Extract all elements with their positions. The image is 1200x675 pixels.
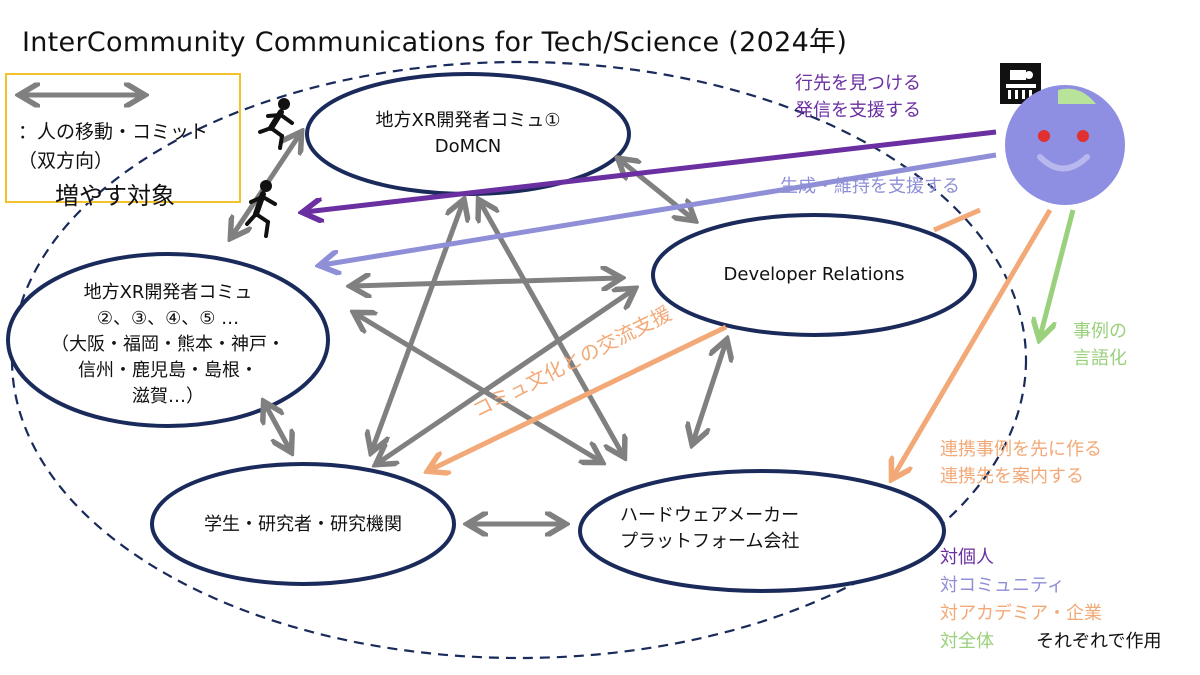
annotation-orange-line1: 連携事例を先に作る [940, 439, 1102, 460]
outer-boundary [10, 60, 1028, 660]
arrow-regional-students [265, 404, 290, 450]
page-title: InterCommunity Communications for Tech/S… [22, 27, 848, 58]
node-devrel [651, 213, 977, 337]
node-students [150, 462, 456, 586]
key-note: それぞれで作用 [1036, 631, 1162, 652]
robot-face-icon [1005, 85, 1125, 205]
node-students-label: 学生・研究者・研究機関 [178, 512, 428, 538]
arrow-domcn-hardware [480, 202, 623, 455]
node-regional-label: 地方XR開発者コミュ ②、③、④、⑤ … （大阪・福岡・熊本・神戸・ 信州・鹿児… [28, 280, 308, 410]
node-students-line1: 学生・研究者・研究機関 [204, 514, 402, 535]
arrow-orange-diag [430, 324, 728, 470]
key-individual: 対個人 [940, 547, 994, 568]
legend-text-bidirectional: （双方向） [18, 150, 114, 172]
annotation-purple-line1: 行先を見つける [795, 73, 921, 94]
node-regional-line2: ②、③、④、⑤ … [96, 308, 240, 329]
legend-text-move: ：人の移動・コミット [18, 121, 209, 143]
key-whole: 対全体 [940, 631, 994, 652]
running-person-icon [245, 180, 277, 238]
node-devrel-label: Developer Relations [680, 262, 948, 288]
annotation-green-line1: 事例の [1073, 321, 1127, 342]
node-domcn-line1: 地方XR開発者コミュ① [375, 110, 561, 131]
arrow-students-devrel [378, 290, 633, 463]
node-hardware [578, 469, 946, 593]
node-devrel-line1: Developer Relations [723, 264, 905, 285]
node-regional-line3: （大阪・福岡・熊本・神戸・ [51, 334, 285, 355]
node-domcn-line2: DoMCN [434, 136, 502, 157]
arrow-green [1040, 209, 1076, 337]
node-hardware-line2: プラットフォーム会社 [620, 531, 800, 552]
node-regional-line5: 滋賀…） [132, 386, 204, 407]
node-regional [6, 252, 330, 428]
arrow-orange-link [933, 207, 981, 233]
annotation-green: 事例の 言語化 [1073, 318, 1127, 372]
annotation-orange-right: 連携事例を先に作る 連携先を案内する [940, 436, 1102, 490]
legend-text-target: 増やす対象 [55, 182, 175, 210]
running-person-icon [258, 98, 294, 150]
arrow-purple [305, 129, 997, 212]
arrow-devrel-hardware [693, 342, 726, 442]
annotation-lavender: 生成・維持を支援する [780, 176, 960, 197]
legend-box [5, 73, 241, 203]
annotation-green-line2: 言語化 [1073, 348, 1127, 369]
node-regional-line4: 信州・鹿児島・島根・ [78, 360, 258, 381]
node-regional-line1: 地方XR開発者コミュ [83, 282, 253, 303]
arrow-lavender [322, 152, 997, 265]
node-domcn-label: 地方XR開発者コミュ① DoMCN [348, 108, 588, 160]
node-hardware-line1: ハードウェアメーカー [620, 505, 800, 526]
arrow-orange-right [893, 208, 1053, 477]
key-academia: 対アカデミア・企業 [940, 603, 1102, 624]
arrow-regional-devrel [353, 278, 619, 286]
key-community: 対コミュニティ [940, 575, 1065, 596]
annotation-purple: 行先を見つける 発信を支援する [795, 70, 921, 124]
annotation-purple-line2: 発信を支援する [795, 100, 921, 121]
annotation-orange-line2: 連携先を案内する [940, 466, 1084, 487]
node-hardware-label: ハードウェアメーカー プラットフォーム会社 [620, 503, 880, 555]
arrow-domcn-devrel [620, 160, 693, 219]
